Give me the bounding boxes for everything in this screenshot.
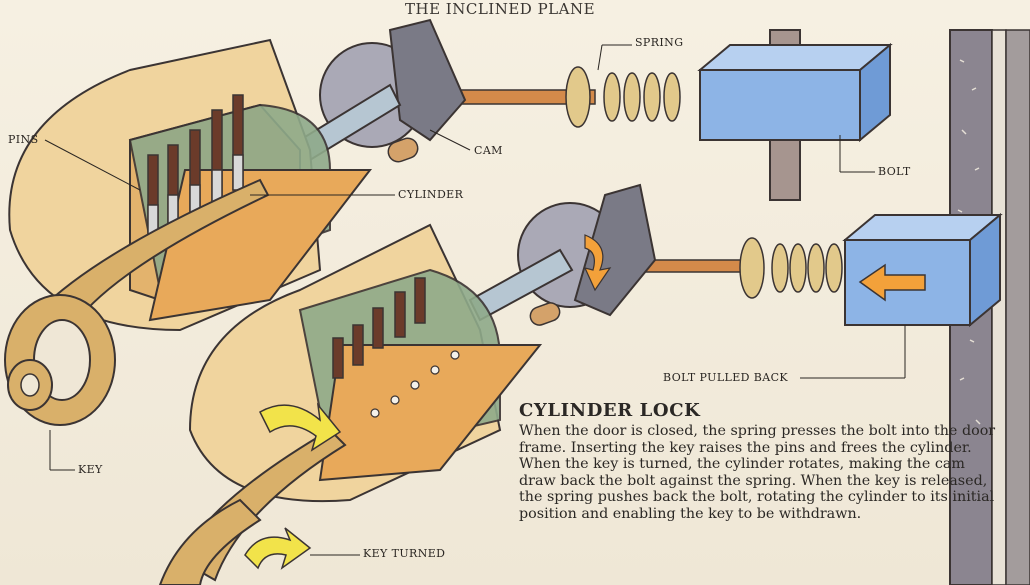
top-lock bbox=[4, 18, 893, 426]
key-top bbox=[4, 178, 270, 426]
key-bottom bbox=[158, 428, 347, 585]
label-pins: Pins bbox=[8, 133, 39, 146]
label-key: Key bbox=[78, 463, 103, 476]
caption-title: Cylinder Lock bbox=[519, 400, 701, 421]
turn-arrow-bottom-icon bbox=[244, 527, 312, 570]
cam-bottom bbox=[517, 183, 657, 326]
pins-bottom bbox=[332, 277, 426, 379]
turn-arrow-top-icon bbox=[259, 402, 342, 452]
bolt-bottom bbox=[842, 212, 1003, 328]
label-key-turned: Key Turned bbox=[363, 547, 446, 560]
spring-top bbox=[565, 66, 681, 128]
label-bolt: Bolt bbox=[878, 165, 911, 178]
rotate-arrow-icon bbox=[583, 234, 612, 292]
spring-bottom bbox=[739, 237, 843, 299]
bolt-top bbox=[697, 42, 893, 143]
bottom-lock bbox=[158, 183, 1003, 585]
leader-lines bbox=[44, 44, 906, 556]
label-cam: Cam bbox=[474, 144, 503, 157]
label-bolt-pulled-back: Bolt Pulled Back bbox=[663, 371, 789, 384]
label-spring: Spring bbox=[635, 36, 684, 49]
left-arrow-icon bbox=[858, 263, 926, 302]
pin-holes-bottom bbox=[370, 350, 460, 418]
caption-block: Cylinder Lock When the door is closed, t… bbox=[519, 400, 999, 523]
caption-body: When the door is closed, the spring pres… bbox=[519, 423, 996, 522]
label-cylinder: Cylinder bbox=[398, 188, 464, 201]
pins-top bbox=[147, 94, 244, 241]
page-header-title: The Inclined Plane bbox=[405, 0, 596, 18]
